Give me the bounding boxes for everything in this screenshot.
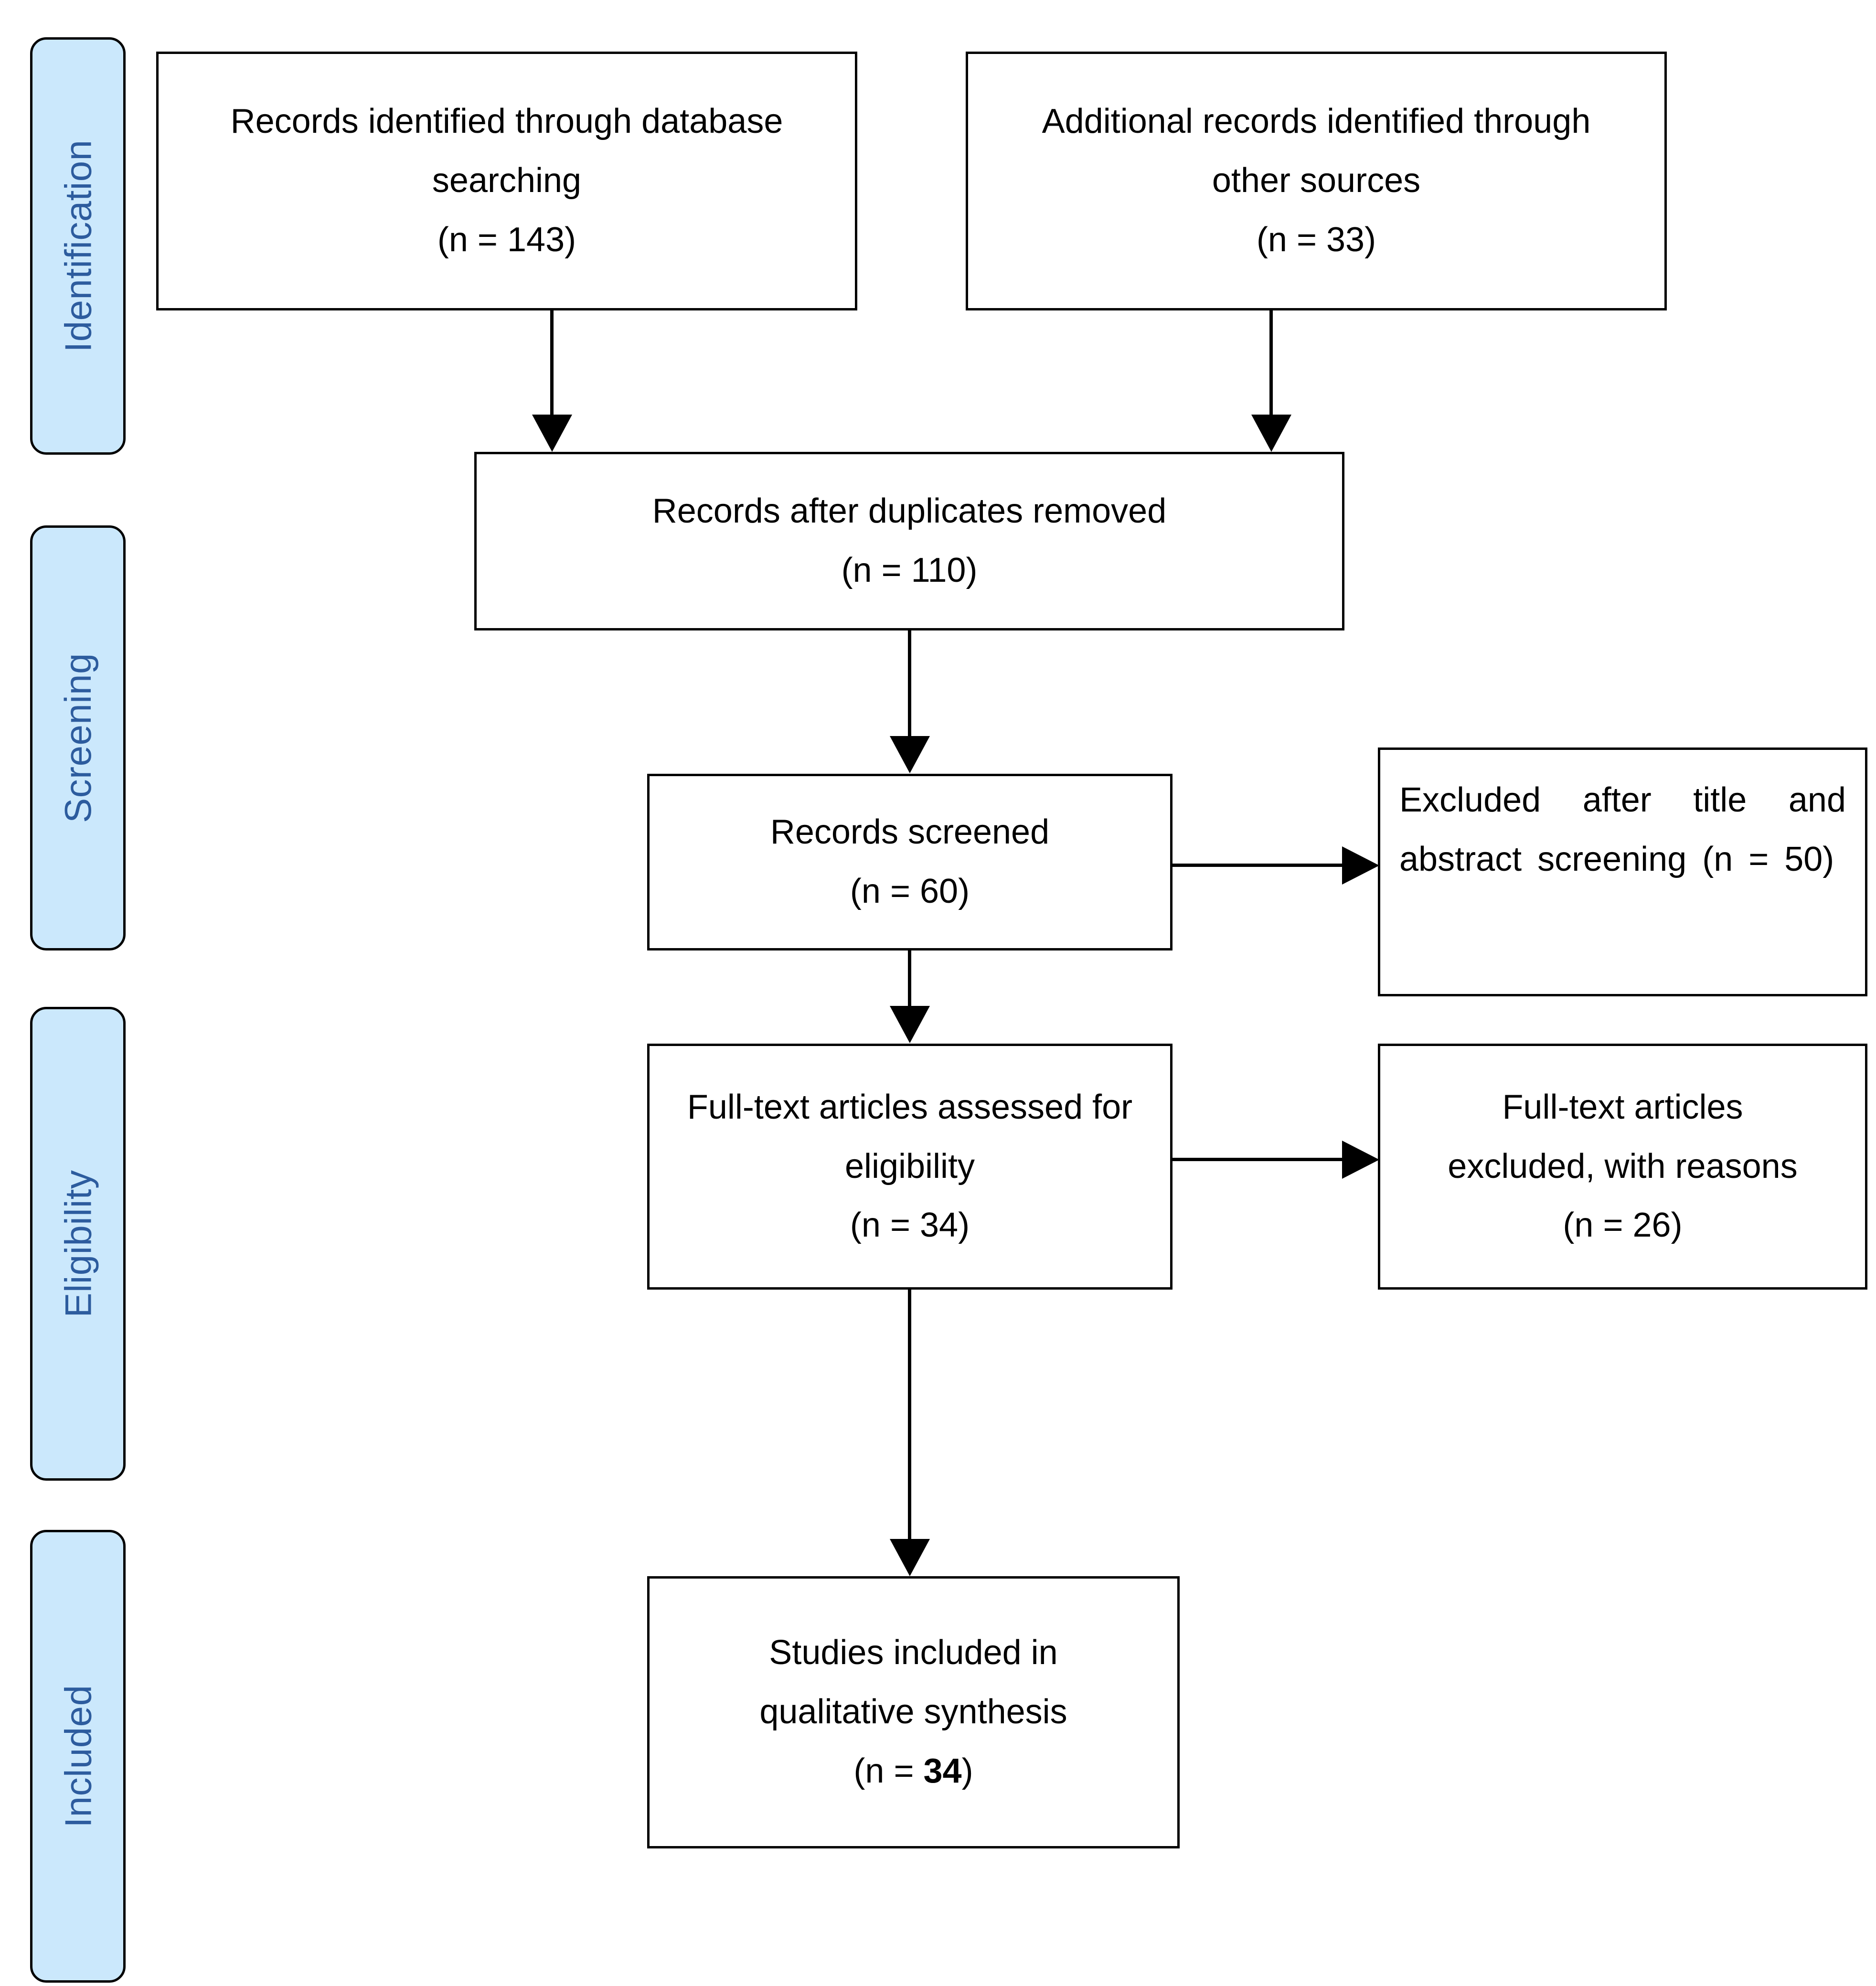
connector-screened-to-excluded-arrowhead [1342, 846, 1379, 885]
box-records-screened: Records screened (n = 60) [647, 774, 1172, 950]
box-records-screened-line-1: Records screened [770, 813, 1050, 852]
connector-database-to-duplicates-arrowhead [532, 415, 572, 452]
box-fulltext-excluded: Full-text articles excluded, with reason… [1378, 1044, 1867, 1290]
box-records-screened-count: (n = 60) [850, 872, 970, 910]
box-fulltext-assessed-line-2: eligibility [844, 1147, 975, 1185]
connector-fulltext-to-excluded-line [1172, 1158, 1344, 1161]
connector-screened-to-fulltext-line [908, 950, 911, 1007]
box-other-records-line-1: Additional records identified through [1042, 102, 1591, 141]
stage-pill-included: Included [30, 1530, 126, 1983]
box-database-records-line-2: searching [432, 161, 582, 200]
connector-screened-to-excluded-line [1172, 864, 1344, 867]
stage-pill-screening: Screening [30, 525, 126, 950]
box-fulltext-excluded-line-2: excluded, with reasons [1448, 1147, 1798, 1185]
stage-label-eligibility: Eligibility [57, 1170, 99, 1318]
box-database-records-count: (n = 143) [437, 220, 576, 259]
connector-fulltext-to-included-line [908, 1290, 911, 1540]
box-fulltext-assessed-line-1: Full-text articles assessed for [687, 1088, 1133, 1126]
stage-pill-identification: Identification [30, 37, 126, 455]
stage-label-screening: Screening [57, 653, 99, 823]
box-after-duplicates: Records after duplicates removed (n = 11… [474, 452, 1344, 630]
box-studies-included-line-1: Studies included in [769, 1634, 1058, 1672]
stage-label-included: Included [57, 1685, 99, 1828]
box-fulltext-excluded-count: (n = 26) [1563, 1206, 1683, 1245]
box-studies-included: Studies included in qualitative synthesi… [647, 1576, 1180, 1848]
connector-duplicates-to-screened-arrowhead [890, 736, 930, 773]
box-database-records: Records identified through database sear… [156, 52, 857, 310]
box-studies-included-count-suffix: ) [961, 1751, 973, 1790]
connector-other-to-duplicates-arrowhead [1251, 415, 1291, 452]
connector-other-to-duplicates-line [1269, 310, 1273, 416]
connector-fulltext-to-included-arrowhead [890, 1539, 930, 1576]
box-other-records-line-2: other sources [1212, 161, 1421, 200]
stage-label-identification: Identification [57, 139, 99, 352]
box-studies-included-line-2: qualitative synthesis [759, 1693, 1067, 1731]
box-after-duplicates-line-1: Records after duplicates removed [652, 492, 1167, 531]
box-fulltext-excluded-line-1: Full-text articles [1502, 1088, 1743, 1126]
box-excluded-title-abstract-text: Excluded after title and abstract screen… [1399, 781, 1846, 878]
stage-pill-eligibility: Eligibility [30, 1007, 126, 1481]
box-studies-included-count: (n = 34) [853, 1742, 973, 1801]
box-studies-included-count-value: 34 [923, 1751, 962, 1790]
box-other-records-count: (n = 33) [1256, 220, 1376, 259]
box-database-records-line-1: Records identified through database [230, 102, 783, 141]
box-other-records: Additional records identified through ot… [966, 52, 1667, 310]
connector-duplicates-to-screened-line [908, 630, 911, 738]
box-fulltext-assessed: Full-text articles assessed for eligibil… [647, 1044, 1172, 1290]
box-studies-included-count-prefix: (n = [853, 1751, 924, 1790]
connector-fulltext-to-excluded-arrowhead [1342, 1141, 1379, 1179]
box-excluded-title-abstract: Excluded after title and abstract screen… [1378, 747, 1867, 996]
box-fulltext-assessed-count: (n = 34) [850, 1206, 970, 1245]
connector-database-to-duplicates-line [550, 310, 554, 416]
connector-screened-to-fulltext-arrowhead [890, 1006, 930, 1043]
box-after-duplicates-count: (n = 110) [841, 551, 978, 589]
